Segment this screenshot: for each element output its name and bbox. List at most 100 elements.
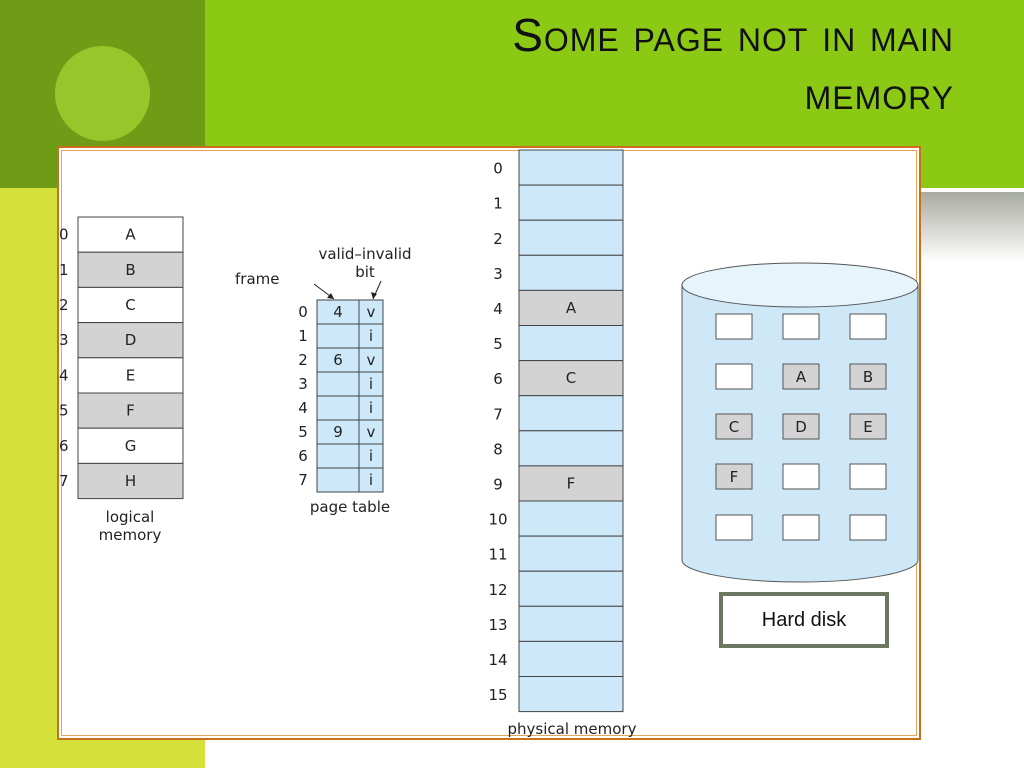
logical-memory-index: 3 xyxy=(59,331,69,349)
physical-memory-frame xyxy=(518,395,624,432)
disk-block xyxy=(715,514,753,541)
page-table-bit-cell xyxy=(358,419,384,445)
page-table-frame-value: 6 xyxy=(333,351,343,369)
physical-memory-frame xyxy=(518,605,624,642)
physical-memory-index: 15 xyxy=(488,686,507,704)
page-table-index: 6 xyxy=(298,447,308,465)
decorative-grey-band xyxy=(920,192,1024,262)
physical-memory-index: 6 xyxy=(493,370,503,388)
disk-block-label: D xyxy=(795,418,807,436)
page-table-frame-cell xyxy=(316,467,360,493)
page-table-bit-value: i xyxy=(369,471,373,489)
page-table-bit-value: i xyxy=(369,399,373,417)
logical-memory-page-label: G xyxy=(125,437,137,455)
logical-memory-page-label: C xyxy=(125,296,135,314)
disk-block-label: C xyxy=(729,418,739,436)
disk-block xyxy=(849,514,887,541)
page-table-bit-value: i xyxy=(369,327,373,345)
frame-arrow-head xyxy=(327,293,334,299)
hard-disk-label: Hard disk xyxy=(719,592,889,648)
physical-memory-index: 13 xyxy=(488,616,507,634)
page-table-bit-cell xyxy=(358,371,384,397)
page-table-bit-value: v xyxy=(367,423,376,441)
physical-memory-index: 9 xyxy=(493,475,503,493)
logical-memory-index: 0 xyxy=(59,226,69,244)
physical-memory-index: 4 xyxy=(493,300,503,318)
physical-memory-index: 8 xyxy=(493,440,503,458)
physical-memory-frame xyxy=(518,570,624,607)
physical-memory-frame xyxy=(518,465,624,502)
physical-memory-index: 12 xyxy=(488,581,507,599)
physical-memory-index: 10 xyxy=(488,511,507,529)
disk-block xyxy=(715,463,753,490)
page-table-bit-value: i xyxy=(369,447,373,465)
disk-block xyxy=(849,363,887,390)
page-table-frame-value: 9 xyxy=(333,423,343,441)
page-table-bit-cell xyxy=(358,467,384,493)
physical-memory-index: 0 xyxy=(493,160,503,178)
physical-memory-index: 11 xyxy=(488,546,507,564)
logical-memory-index: 2 xyxy=(59,296,69,314)
logical-memory-page-label: B xyxy=(125,261,135,279)
bit-arrow-head xyxy=(371,292,377,299)
logical-memory-cell xyxy=(77,392,184,429)
logical-memory-index: 7 xyxy=(59,472,69,490)
disk-block-label: F xyxy=(730,468,739,486)
page-table-frame-cell xyxy=(316,395,360,421)
logical-memory-page-label: D xyxy=(125,331,137,349)
page-table-index: 5 xyxy=(298,423,308,441)
physical-memory-index: 3 xyxy=(493,265,503,283)
disk-block-label: E xyxy=(863,418,872,436)
page-table-frame-cell xyxy=(316,371,360,397)
logical-memory-cell xyxy=(77,216,184,253)
logical-memory-index: 6 xyxy=(59,437,69,455)
logical-memory-cell xyxy=(77,322,184,359)
physical-memory-page-label: C xyxy=(566,369,576,387)
physical-memory-frame xyxy=(518,535,624,572)
page-table-index: 0 xyxy=(298,303,308,321)
physical-memory-caption: physical memory xyxy=(508,720,637,738)
disk-cylinder-top xyxy=(681,262,919,308)
physical-memory-page-label: A xyxy=(566,299,577,317)
physical-memory-frame xyxy=(518,219,624,256)
page-table-bit-cell xyxy=(358,395,384,421)
slide-title-line2: memory xyxy=(804,67,954,119)
disk-block-label: B xyxy=(863,368,873,386)
logical-memory-caption: logical xyxy=(106,508,155,526)
logical-memory-cell xyxy=(77,251,184,288)
physical-memory-page-label: F xyxy=(567,474,576,492)
disk-block xyxy=(782,413,820,440)
page-table-bit-value: v xyxy=(367,303,376,321)
slide-title-line1: Some page not in main xyxy=(512,9,954,61)
physical-memory-frame xyxy=(518,325,624,362)
disk-block xyxy=(782,363,820,390)
disk-block xyxy=(715,413,753,440)
logical-memory-page-label: F xyxy=(126,402,135,420)
page-table-bit-cell xyxy=(358,323,384,349)
physical-memory-index: 14 xyxy=(488,651,507,669)
slide-title: Some page not in main memory xyxy=(314,6,954,122)
disk-block xyxy=(782,463,820,490)
page-table-valid-label: bit xyxy=(355,263,375,281)
logical-memory-index: 4 xyxy=(59,366,69,384)
logical-memory-caption: memory xyxy=(99,526,162,544)
page-table-caption: page table xyxy=(310,498,390,516)
disk-block xyxy=(715,363,753,390)
page-table-frame-value: 4 xyxy=(333,303,343,321)
logical-memory-page-label: H xyxy=(125,472,136,490)
page-table-index: 3 xyxy=(298,375,308,393)
page-table-index: 2 xyxy=(298,351,308,369)
physical-memory-frame xyxy=(518,149,624,186)
disk-block xyxy=(849,463,887,490)
disk-block-label: A xyxy=(796,368,807,386)
page-table-bit-cell xyxy=(358,299,384,325)
physical-memory-frame xyxy=(518,676,624,713)
physical-memory-frame xyxy=(518,254,624,291)
physical-memory-frame xyxy=(518,640,624,678)
page-table-frame-cell xyxy=(316,323,360,349)
page-table-valid-label: valid–invalid xyxy=(318,245,411,263)
page-table-frame-label: frame xyxy=(235,270,279,288)
disk-block xyxy=(849,313,887,340)
disk-block xyxy=(782,313,820,340)
